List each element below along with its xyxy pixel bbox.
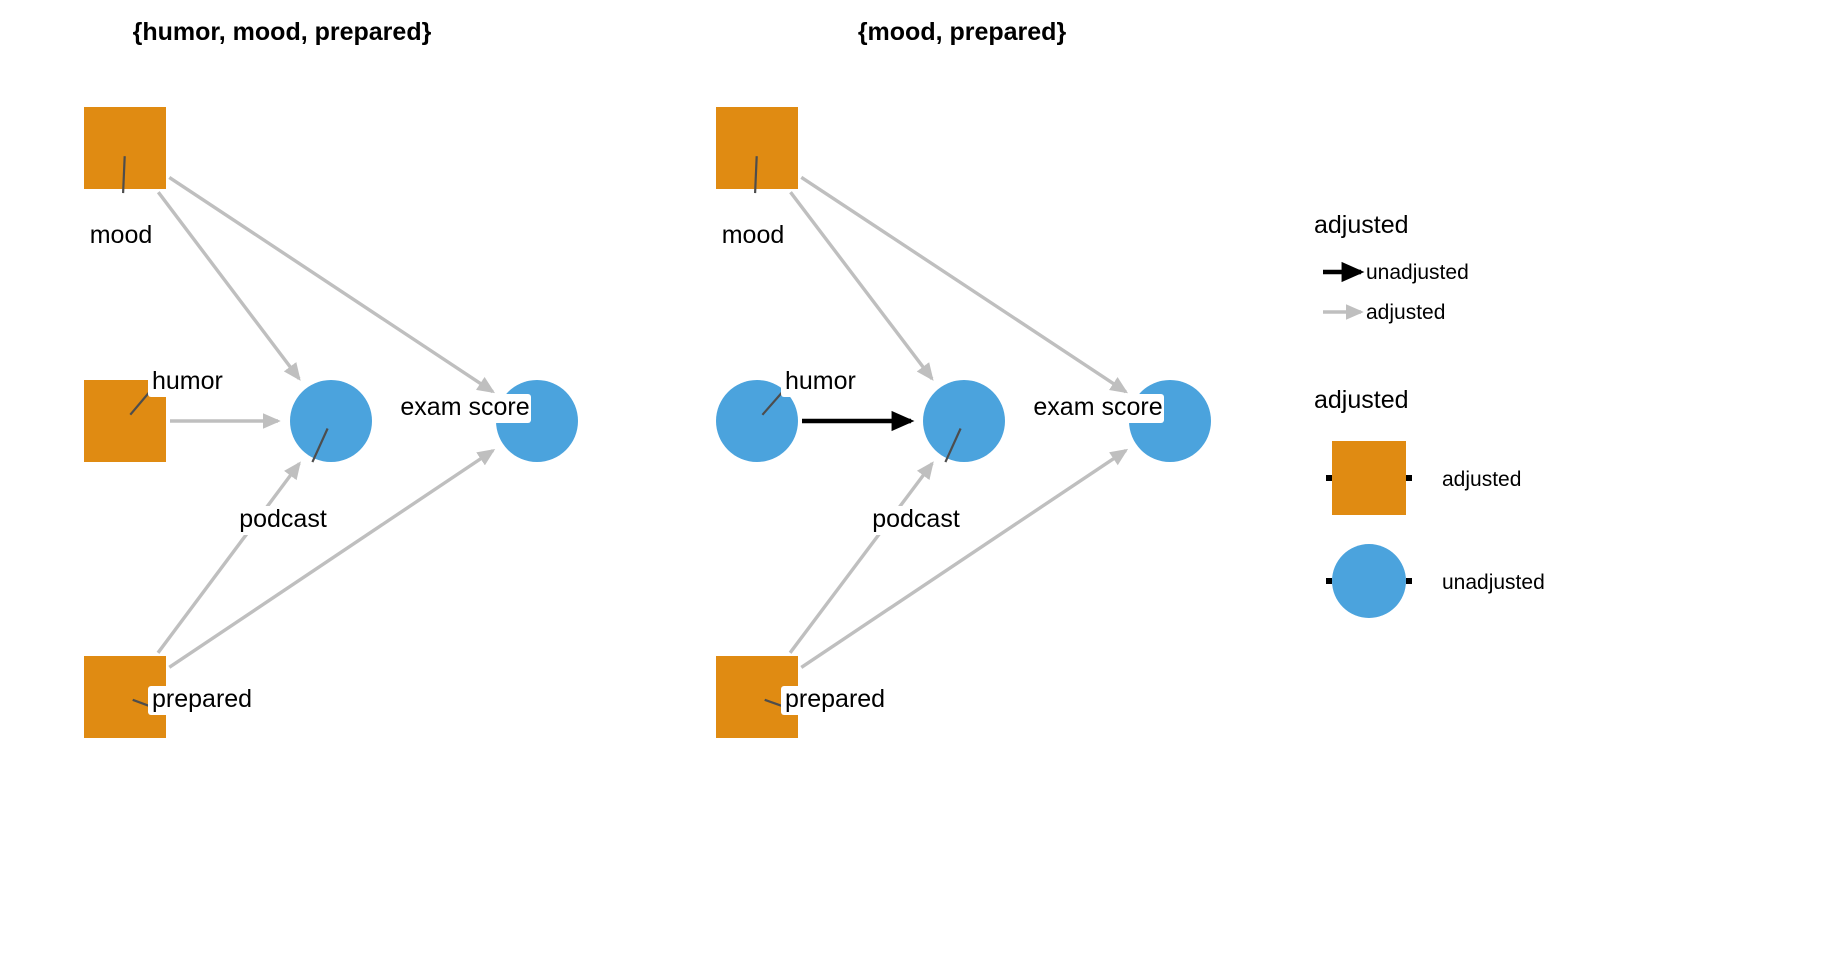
edge-mood-to-examscore-adjusted [800, 175, 1129, 394]
panel-title-panel-right: {mood, prepared} [858, 18, 1067, 46]
node-podcast-unadjusted[interactable] [923, 380, 1005, 462]
label-halo-prepared [781, 686, 889, 715]
nodes-layer [84, 107, 1211, 738]
node-label-mood: mood [722, 221, 785, 249]
edge-prepared-to-examscore-adjusted [800, 448, 1129, 669]
label-halo-podcast [235, 506, 331, 535]
edges-layer [156, 175, 1129, 669]
legend-title-legend-edges: adjusted [1314, 211, 1409, 239]
label-halo-examscore [1032, 394, 1164, 423]
legend-label-adjusted: adjusted [1442, 468, 1521, 491]
legend-label-unadjusted: unadjusted [1366, 261, 1469, 284]
legends-layer: adjusted unadjusted adjusted adjusted adjust… [1314, 211, 1545, 618]
node-label-examscore: exam score [1033, 393, 1162, 421]
node-label-prepared: prepared [152, 685, 252, 713]
legend-label-adjusted: adjusted [1366, 301, 1445, 324]
legend-key-tick-right-unadjusted [1406, 578, 1412, 584]
node-leader-lines-layer [122, 156, 1162, 714]
legend-title-legend-nodes: adjusted [1314, 386, 1409, 414]
edge-prepared-to-podcast-adjusted [788, 461, 934, 654]
label-halo-mood [724, 222, 782, 251]
node-podcast-unadjusted[interactable] [290, 380, 372, 462]
node-humor-unadjusted[interactable] [716, 380, 798, 462]
leader-line-podcast [311, 428, 329, 463]
edge-mood-to-podcast-adjusted [156, 191, 301, 381]
leader-line-mood [122, 156, 126, 194]
node-label-humor: humor [152, 367, 223, 395]
node-label-humor: humor [785, 367, 856, 395]
label-halo-examscore [399, 394, 531, 423]
leader-line-mood [754, 156, 758, 194]
node-label-podcast: podcast [239, 505, 327, 533]
legend-key-circle-unadjusted [1332, 544, 1406, 618]
panel-titles-layer: {humor, mood, prepared} {mood, prepared} [133, 18, 1067, 46]
legend-key-tick-left-adjusted [1326, 475, 1332, 481]
leader-line-podcast [944, 428, 962, 463]
legend-key-tick-left-unadjusted [1326, 578, 1332, 584]
label-halo-mood [92, 222, 150, 251]
legend-key-square-adjusted [1332, 441, 1406, 515]
label-halo-humor [148, 368, 218, 397]
edge-mood-to-podcast-adjusted [789, 191, 934, 381]
label-halo-podcast [868, 506, 964, 535]
node-mood-adjusted[interactable] [84, 107, 166, 189]
edge-prepared-to-podcast-adjusted [156, 461, 301, 654]
legend-key-tick-right-adjusted [1406, 475, 1412, 481]
node-label-mood: mood [90, 221, 153, 249]
node-labels-layer: mood humor prepared podcast exam score mood hu… [90, 221, 1164, 715]
panel-title-panel-left: {humor, mood, prepared} [133, 18, 432, 46]
label-halo-humor [781, 368, 851, 397]
node-mood-adjusted[interactable] [716, 107, 798, 189]
edge-prepared-to-examscore-adjusted [168, 449, 496, 669]
label-halo-prepared [148, 686, 256, 715]
node-label-podcast: podcast [872, 505, 960, 533]
edge-mood-to-examscore-adjusted [168, 175, 496, 394]
node-label-examscore: exam score [400, 393, 529, 421]
legend-label-unadjusted: unadjusted [1442, 571, 1545, 594]
node-label-prepared: prepared [785, 685, 885, 713]
